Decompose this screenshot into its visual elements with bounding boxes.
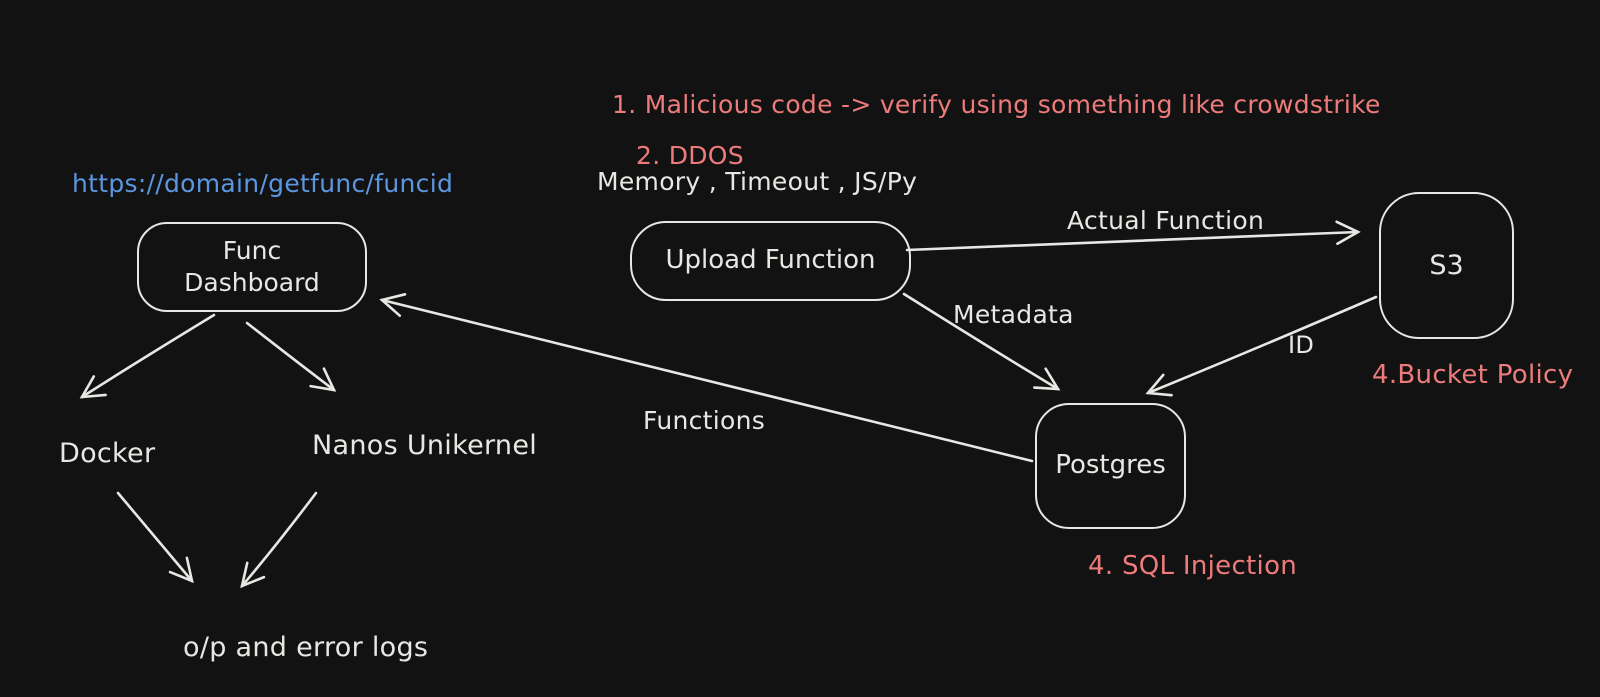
label-docker: Docker — [59, 438, 156, 469]
arrow-upload-to-postgres — [902, 292, 1061, 391]
label-nanos-unikernel: Nanos Unikernel — [312, 430, 538, 461]
arrow-dashboard-to-docker — [79, 313, 216, 399]
arrow-upload-to-s3 — [905, 220, 1361, 252]
edge-label-metadata: Metadata — [953, 300, 1074, 329]
note-bucket-policy: 4.Bucket Policy — [1372, 360, 1574, 390]
note-get-function-url: https://domain/getfunc/funcid — [72, 169, 454, 198]
node-s3: S3 — [1379, 192, 1514, 339]
arrow-s3-to-postgres — [1145, 295, 1378, 397]
edge-label-actual-function: Actual Function — [1067, 206, 1265, 235]
label-output-error-logs: o/p and error logs — [183, 632, 429, 663]
edge-label-functions: Functions — [643, 406, 766, 435]
arrow-dashboard-to-nanos — [245, 321, 337, 392]
note-constraints: Memory , Timeout , JS/Py — [597, 167, 918, 196]
edge-label-id: ID — [1288, 331, 1315, 359]
node-postgres: Postgres — [1035, 403, 1186, 529]
arrow-docker-to-logs — [116, 491, 194, 584]
note-ddos: 2. DDOS — [636, 141, 744, 170]
arrow-postgres-to-dashboard — [379, 293, 1034, 463]
note-malicious-code: 1. Malicious code -> verify using someth… — [612, 90, 1381, 119]
arrow-nanos-to-logs — [240, 491, 318, 589]
node-upload-function: Upload Function — [630, 221, 911, 301]
note-sql-injection: 4. SQL Injection — [1088, 551, 1298, 581]
node-func-dashboard: Func Dashboard — [137, 222, 367, 312]
